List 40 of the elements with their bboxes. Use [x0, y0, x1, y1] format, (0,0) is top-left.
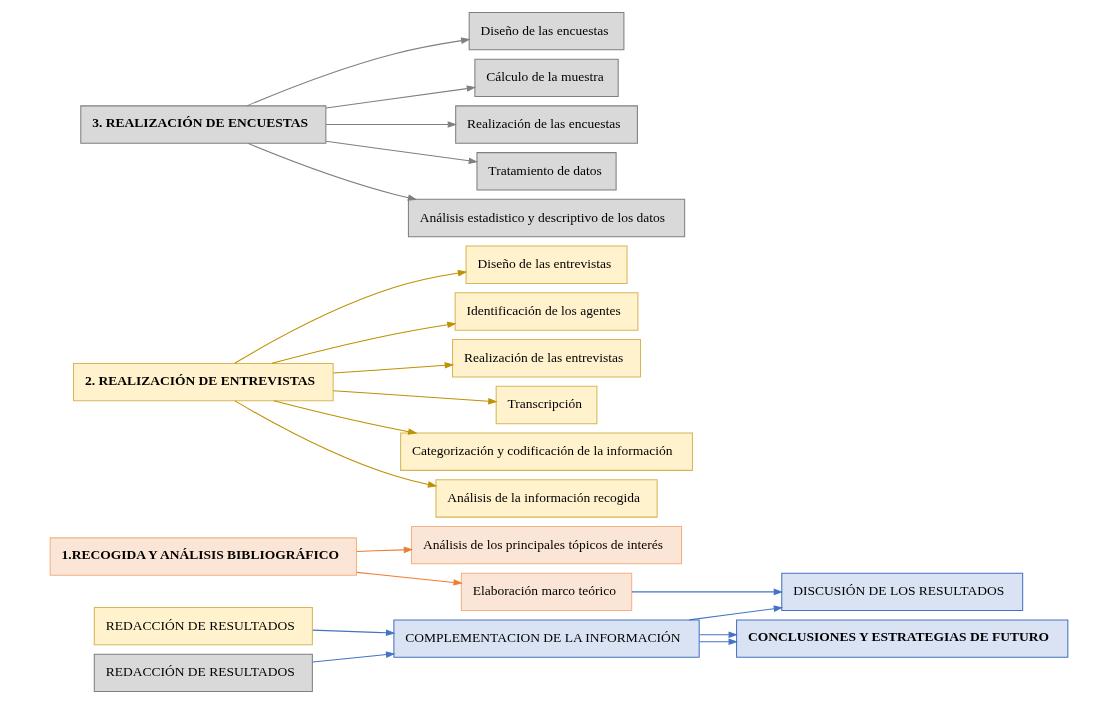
- arrow: [311, 651, 395, 663]
- node-box: CONCLUSIONES Y ESTRATEGIAS DE FUTURO: [735, 619, 1068, 658]
- node-box: Cálculo de la muestra: [473, 58, 619, 98]
- node-box: 1.RECOGIDA Y ANÁLISIS BIBLIOGRÁFICO: [49, 537, 357, 576]
- arrow: [355, 571, 463, 586]
- node-box: Tratamiento de datos: [475, 152, 617, 191]
- node-box: Elaboración marco teórico: [460, 572, 632, 612]
- arrow: [325, 121, 457, 128]
- arrow: [325, 140, 478, 165]
- node-box: Análisis de los principales tópicos de interés: [410, 525, 682, 565]
- arrow: [233, 269, 467, 364]
- node-box: Realización de las entrevistas: [451, 339, 641, 378]
- arrow: [332, 362, 454, 374]
- node-box: Análisis estadistico y descriptivo de los datos: [407, 198, 685, 238]
- node-box: Análisis de la información recogida: [434, 479, 658, 518]
- arrow: [245, 37, 470, 107]
- arrow: [332, 390, 498, 405]
- arrow: [325, 85, 476, 109]
- arrow: [247, 142, 417, 201]
- arrow: [272, 400, 417, 435]
- node-box: Identificación de los agentes: [454, 292, 638, 331]
- node-box: DISCUSIÓN DE LOS RESULTADOS: [780, 572, 1023, 612]
- arrow: [311, 629, 395, 637]
- arrow: [698, 631, 738, 638]
- node-box: Diseño de las entrevistas: [465, 245, 628, 284]
- arrow: [270, 321, 457, 364]
- arrow: [233, 400, 437, 488]
- arrow: [688, 605, 783, 621]
- node-box: REDACCIÓN DE RESULTADOS: [93, 606, 313, 646]
- node-box: Realización de las encuestas: [454, 105, 638, 144]
- node-box: REDACCIÓN DE RESULTADOS: [93, 653, 313, 693]
- node-box: Transcripción: [495, 385, 597, 425]
- node-box: Diseño de las encuestas: [468, 11, 624, 51]
- node-box: Categorización y codificación de la información: [399, 432, 693, 471]
- node-box: COMPLEMENTACION DE LA INFORMACIÓN: [392, 619, 700, 658]
- arrow: [355, 546, 413, 554]
- node-box: 3. REALIZACIÓN DE ENCUESTAS: [79, 105, 326, 144]
- arrow: [698, 638, 738, 645]
- arrow: [630, 588, 783, 596]
- node-box: 2. REALIZACIÓN DE ENTREVISTAS: [72, 362, 334, 402]
